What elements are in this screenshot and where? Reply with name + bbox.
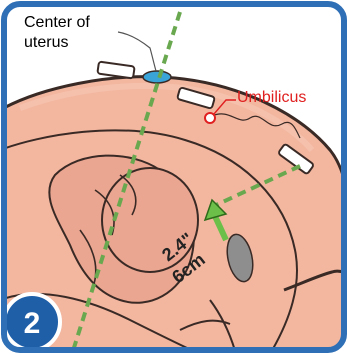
center-of-uterus-label-line1: Center of [24, 14, 90, 31]
umbilicus-label: Umbilicus [237, 89, 306, 106]
step-badge: 2 [4, 294, 60, 350]
uterus-center-marker-icon [143, 71, 171, 83]
umbilicus-marker-icon [205, 113, 215, 123]
step-number: 2 [24, 307, 41, 340]
center-of-uterus-label-line2: uterus [24, 34, 68, 51]
